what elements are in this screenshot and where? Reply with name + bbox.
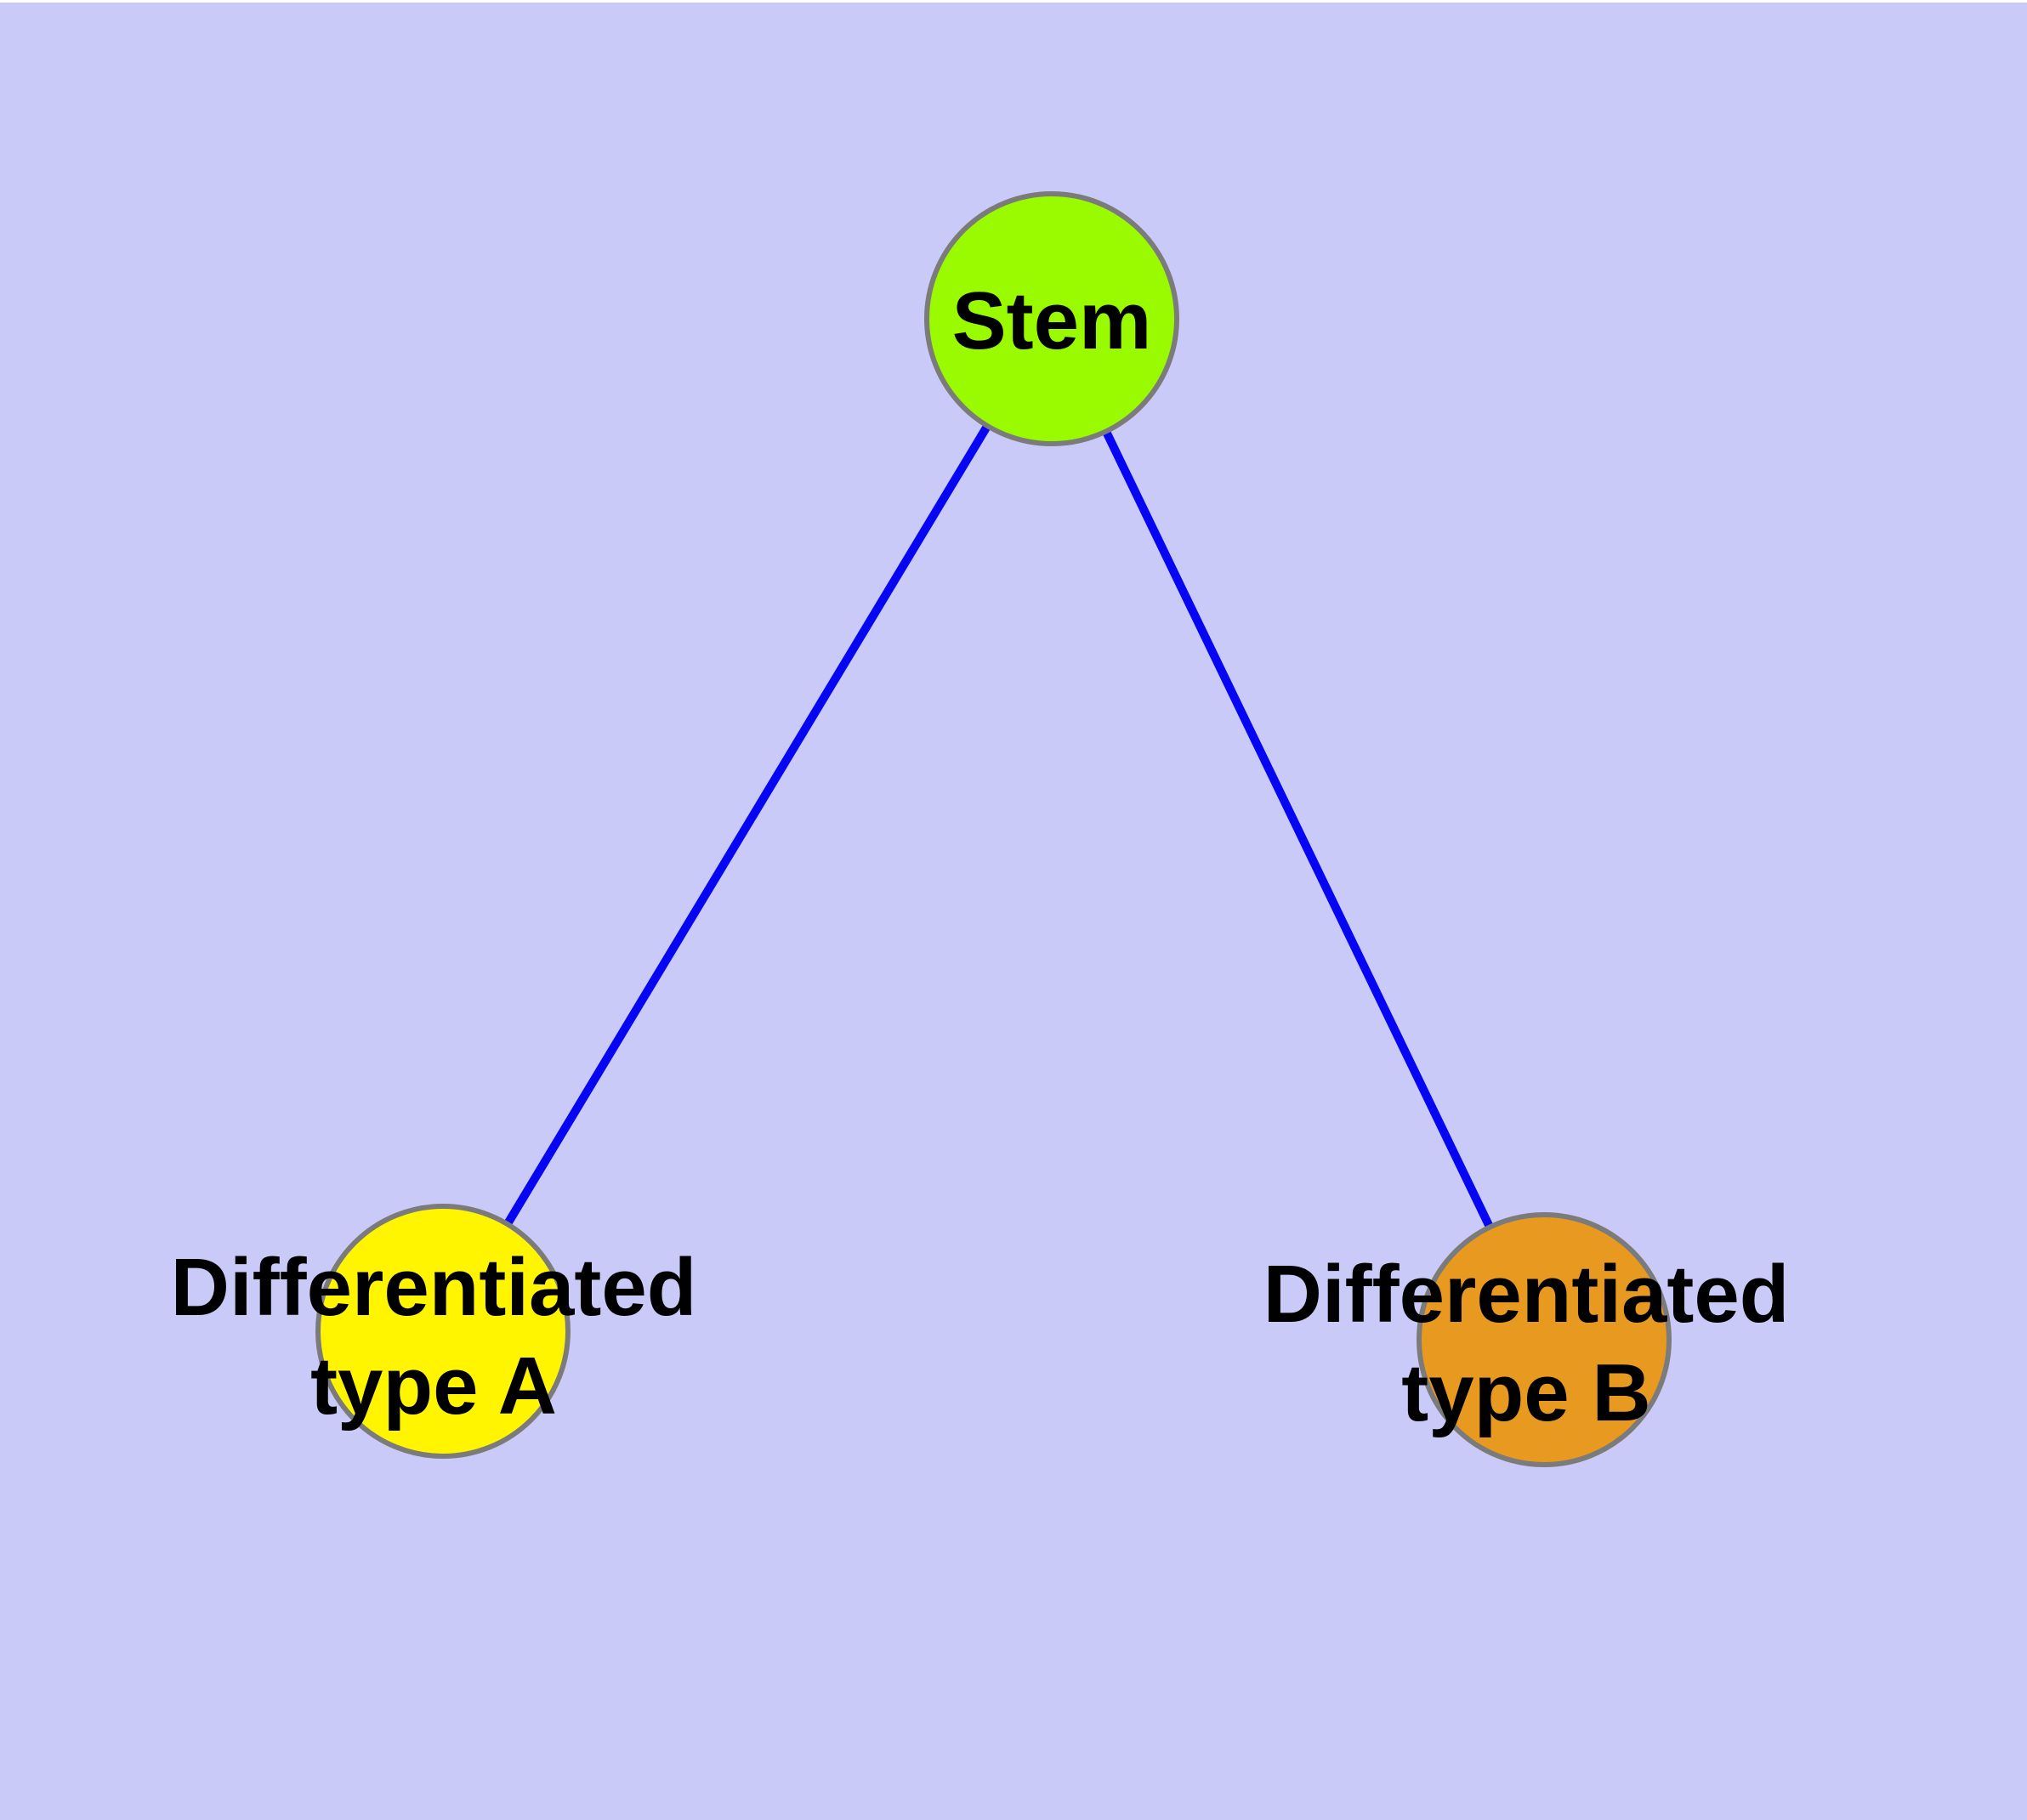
node-label-stem: Stem	[951, 275, 1152, 366]
label-line-2: type B	[1401, 1347, 1651, 1438]
node-label-differentiated-type-b: Differentiated type B	[1263, 1245, 1790, 1443]
label-line-1: Differentiated	[170, 1242, 697, 1333]
edge-stem-to-type-b	[1048, 316, 1548, 1342]
label-line-2: type A	[310, 1341, 557, 1432]
edge-stem-to-type-a	[439, 316, 1056, 1334]
label-line-1: Differentiated	[1263, 1249, 1790, 1340]
cell-differentiation-graph	[315, 191, 1672, 1467]
node-label-differentiated-type-a: Differentiated type A	[171, 1239, 697, 1436]
node-differentiated-type-a	[315, 1204, 571, 1459]
diagram-canvas: Stem Differentiated type A Differentiate…	[0, 3, 2027, 1820]
node-stem	[924, 191, 1179, 446]
node-differentiated-type-b	[1417, 1212, 1672, 1467]
